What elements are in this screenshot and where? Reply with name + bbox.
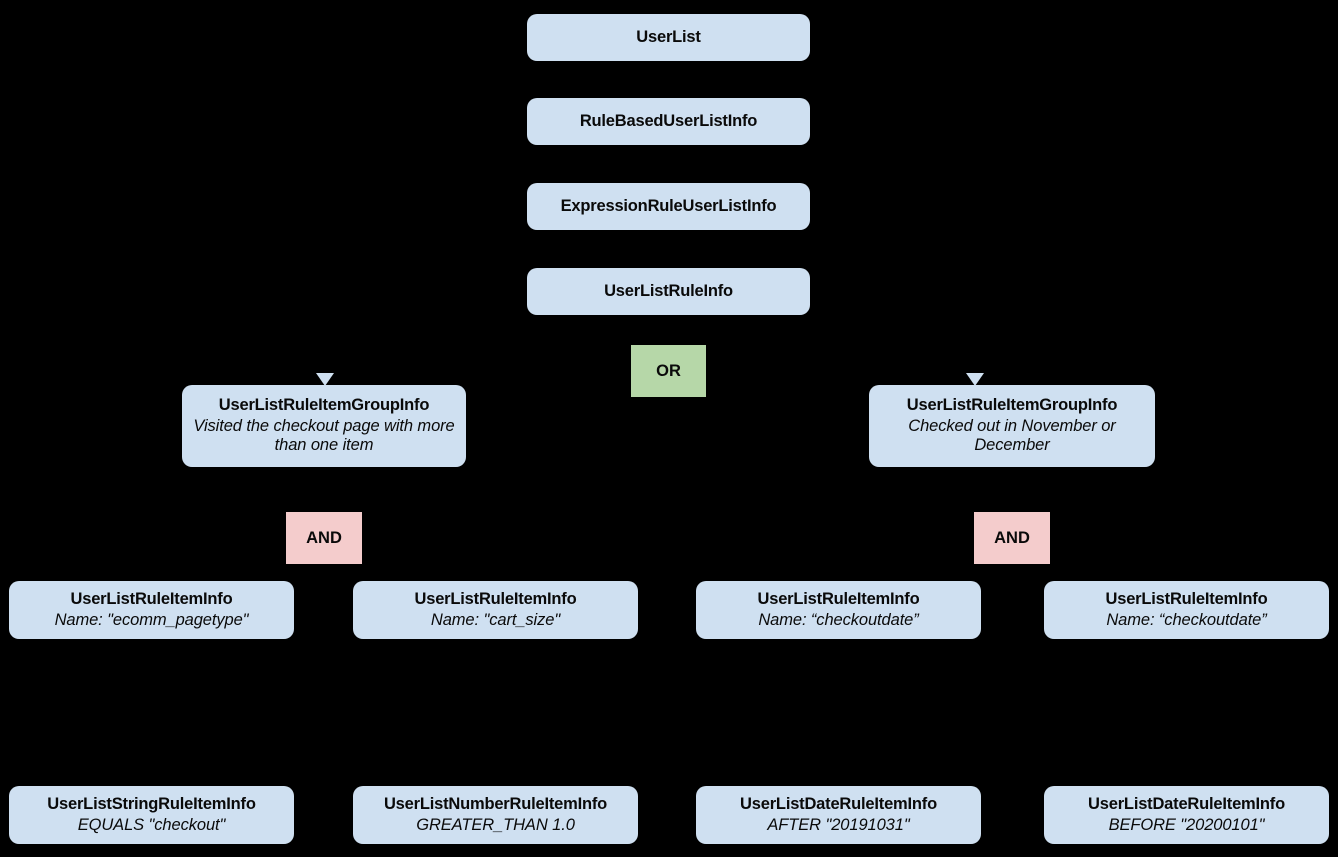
operator-or[interactable]: OR bbox=[631, 345, 706, 397]
operator-and-left[interactable]: AND bbox=[286, 512, 362, 564]
arrowhead-icon-left-group bbox=[316, 373, 334, 386]
node-title: ExpressionRuleUserListInfo bbox=[560, 196, 777, 215]
node-subtitle: EQUALS "checkout" bbox=[77, 815, 226, 834]
node-leaf-date-rule-after[interactable]: UserListDateRuleItemInfo AFTER "20191031… bbox=[696, 786, 981, 844]
node-title: UserListDateRuleItemInfo bbox=[740, 795, 937, 814]
node-rule-based-user-list-info[interactable]: RuleBasedUserListInfo bbox=[527, 98, 810, 145]
node-title: UserListRuleItemGroupInfo bbox=[218, 396, 430, 415]
node-title: UserListRuleItemInfo bbox=[1105, 590, 1268, 609]
operator-label: OR bbox=[656, 361, 681, 380]
node-leaf-number-rule[interactable]: UserListNumberRuleItemInfo GREATER_THAN … bbox=[353, 786, 638, 844]
node-rule-item-3[interactable]: UserListRuleItemInfo Name: “checkoutdate… bbox=[696, 581, 981, 639]
node-title: UserListNumberRuleItemInfo bbox=[383, 795, 608, 814]
node-expression-rule-user-list-info[interactable]: ExpressionRuleUserListInfo bbox=[527, 183, 810, 230]
operator-label: AND bbox=[994, 528, 1030, 547]
node-title: RuleBasedUserListInfo bbox=[579, 111, 758, 130]
node-title: UserListRuleItemGroupInfo bbox=[906, 396, 1118, 415]
node-rule-item-4[interactable]: UserListRuleItemInfo Name: “checkoutdate… bbox=[1044, 581, 1329, 639]
node-subtitle: AFTER "20191031" bbox=[767, 815, 910, 834]
node-subtitle: Visited the checkout page with more than… bbox=[193, 416, 455, 455]
node-title: UserListRuleItemInfo bbox=[757, 590, 920, 609]
node-title: UserListRuleInfo bbox=[604, 281, 733, 300]
node-title: UserListRuleItemInfo bbox=[414, 590, 577, 609]
node-title: UserList bbox=[636, 27, 701, 46]
node-subtitle: Name: “checkoutdate” bbox=[758, 610, 919, 629]
node-subtitle: Name: "ecomm_pagetype" bbox=[54, 610, 249, 629]
node-group-left[interactable]: UserListRuleItemGroupInfo Visited the ch… bbox=[182, 385, 466, 467]
node-subtitle: Name: "cart_size" bbox=[430, 610, 561, 629]
node-leaf-string-rule[interactable]: UserListStringRuleItemInfo EQUALS "check… bbox=[9, 786, 294, 844]
node-subtitle: GREATER_THAN 1.0 bbox=[416, 815, 575, 834]
node-leaf-date-rule-before[interactable]: UserListDateRuleItemInfo BEFORE "2020010… bbox=[1044, 786, 1329, 844]
operator-and-right[interactable]: AND bbox=[974, 512, 1050, 564]
node-title: UserListStringRuleItemInfo bbox=[47, 795, 256, 814]
node-title: UserListRuleItemInfo bbox=[70, 590, 233, 609]
arrowhead-icon-right-group bbox=[966, 373, 984, 386]
operator-label: AND bbox=[306, 528, 342, 547]
node-rule-item-2[interactable]: UserListRuleItemInfo Name: "cart_size" bbox=[353, 581, 638, 639]
node-subtitle: Name: “checkoutdate” bbox=[1106, 610, 1267, 629]
node-subtitle: Checked out in November or December bbox=[908, 416, 1116, 455]
node-user-list-rule-info[interactable]: UserListRuleInfo bbox=[527, 268, 810, 315]
node-rule-item-1[interactable]: UserListRuleItemInfo Name: "ecomm_pagety… bbox=[9, 581, 294, 639]
node-title: UserListDateRuleItemInfo bbox=[1088, 795, 1285, 814]
node-subtitle: BEFORE "20200101" bbox=[1108, 815, 1265, 834]
node-user-list[interactable]: UserList bbox=[527, 14, 810, 61]
node-group-right[interactable]: UserListRuleItemGroupInfo Checked out in… bbox=[869, 385, 1155, 467]
